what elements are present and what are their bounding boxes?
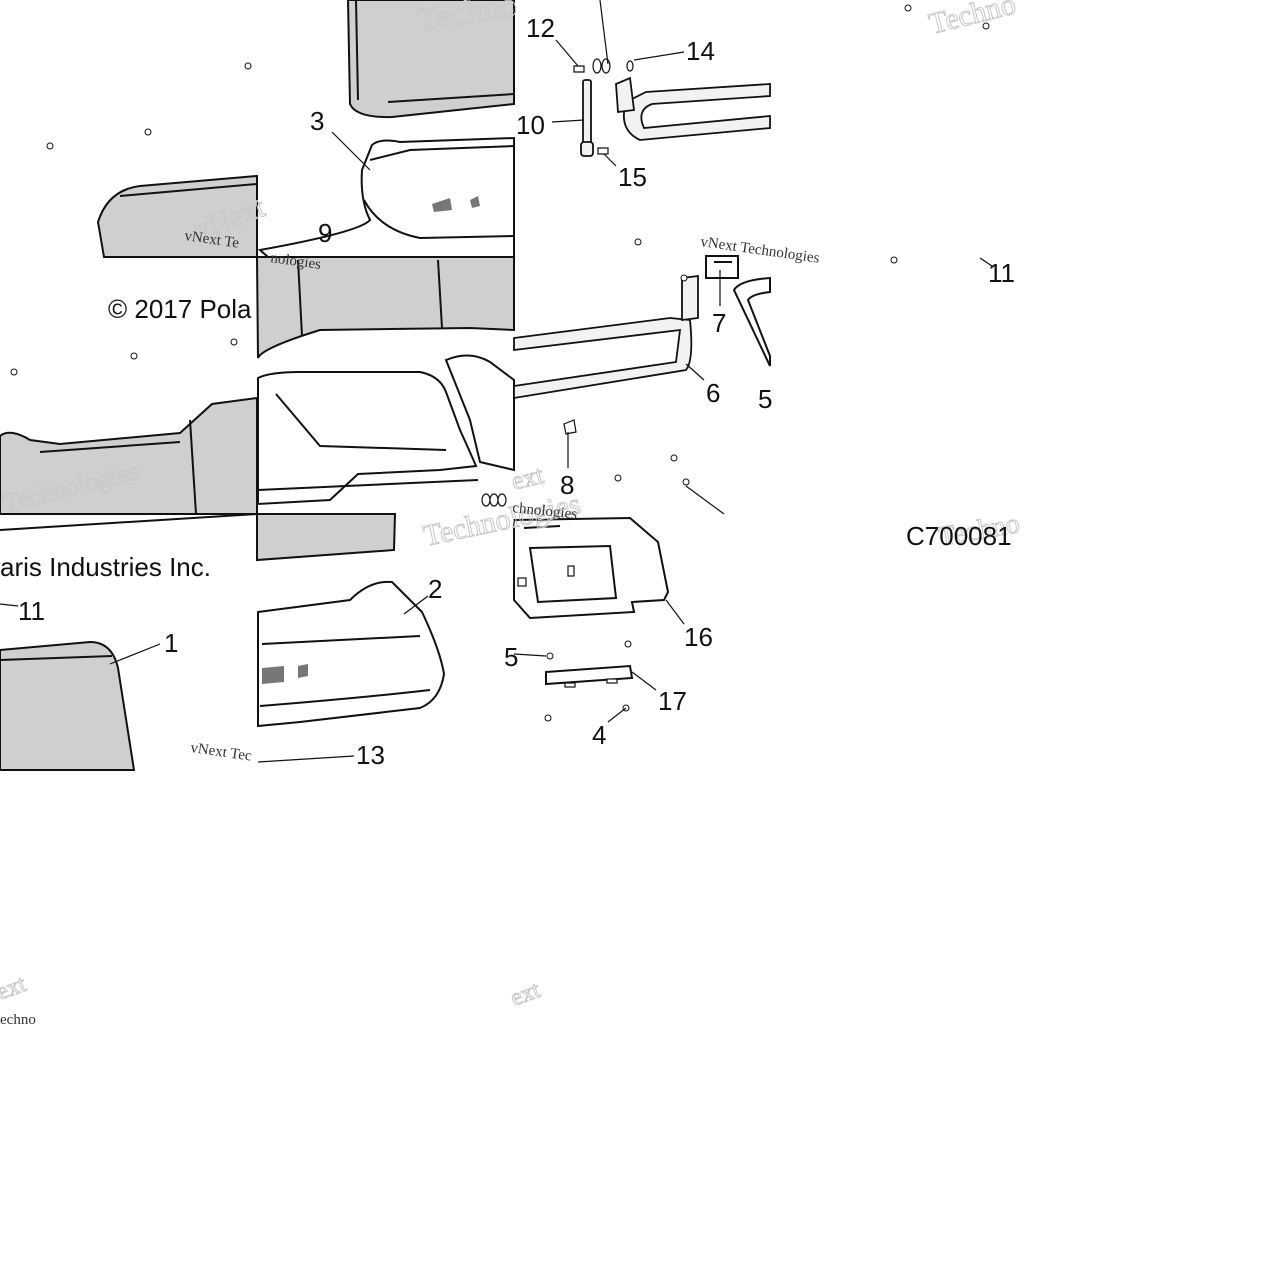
watermark: ext: [0, 971, 30, 1006]
watermark: vNext Te: [183, 228, 240, 252]
callout-9: 9: [318, 218, 332, 248]
leader-lines: [0, 0, 993, 763]
callout-5: 5: [758, 384, 772, 414]
seat-back-rear: [0, 256, 515, 515]
seat-bottom-2: [256, 513, 446, 728]
watermark: vNext Tec: [189, 740, 253, 764]
callout-15: 15: [618, 162, 647, 192]
seat-back-upper: [346, 0, 515, 119]
callout-7: 7: [712, 308, 726, 338]
bracket-5: [732, 276, 771, 367]
callout-11: 11: [988, 258, 1015, 288]
watermark: ext: [507, 977, 544, 1012]
callout-10: 10: [516, 110, 545, 140]
watermark: echno: [0, 1012, 36, 1028]
seat-bottom-center: [257, 354, 515, 506]
gas-strut-10: [573, 58, 634, 157]
copyright-text: aris Industries Inc.: [0, 552, 211, 582]
callout-17: 17: [658, 686, 687, 716]
callout-11: 11: [18, 596, 45, 626]
callout-5: 5: [504, 642, 518, 672]
callout-16: 16: [684, 622, 713, 652]
callout-13: 13: [356, 740, 385, 770]
callout-14: 14: [686, 36, 715, 66]
watermark: Techno: [926, 0, 1019, 41]
watermark: chnologies: [512, 500, 578, 523]
callout-1: 1: [164, 628, 178, 658]
callout-2: 2: [428, 574, 442, 604]
callout-4: 4: [592, 720, 606, 750]
storage-tray-16: [513, 516, 670, 620]
seat-bottom-3: [257, 136, 515, 258]
seat-back-left-upper: [96, 174, 258, 258]
seat-frame-6: [513, 76, 771, 400]
figure-code: C700081: [906, 521, 1012, 551]
plate-17: [545, 664, 634, 688]
callout-8: 8: [560, 470, 574, 500]
bracket-7: [705, 255, 739, 279]
watermark: nologies: [269, 250, 322, 273]
copyright-text: © 2017 Pola: [108, 294, 252, 324]
callouts: 12 14 3 10 15 9 11 7 6 5 8 16 17 4 11 1 …: [18, 13, 1015, 770]
callout-6: 6: [706, 378, 720, 408]
callout-12: 12: [526, 13, 555, 43]
callout-3: 3: [310, 106, 324, 136]
fasteners: [10, 4, 990, 722]
